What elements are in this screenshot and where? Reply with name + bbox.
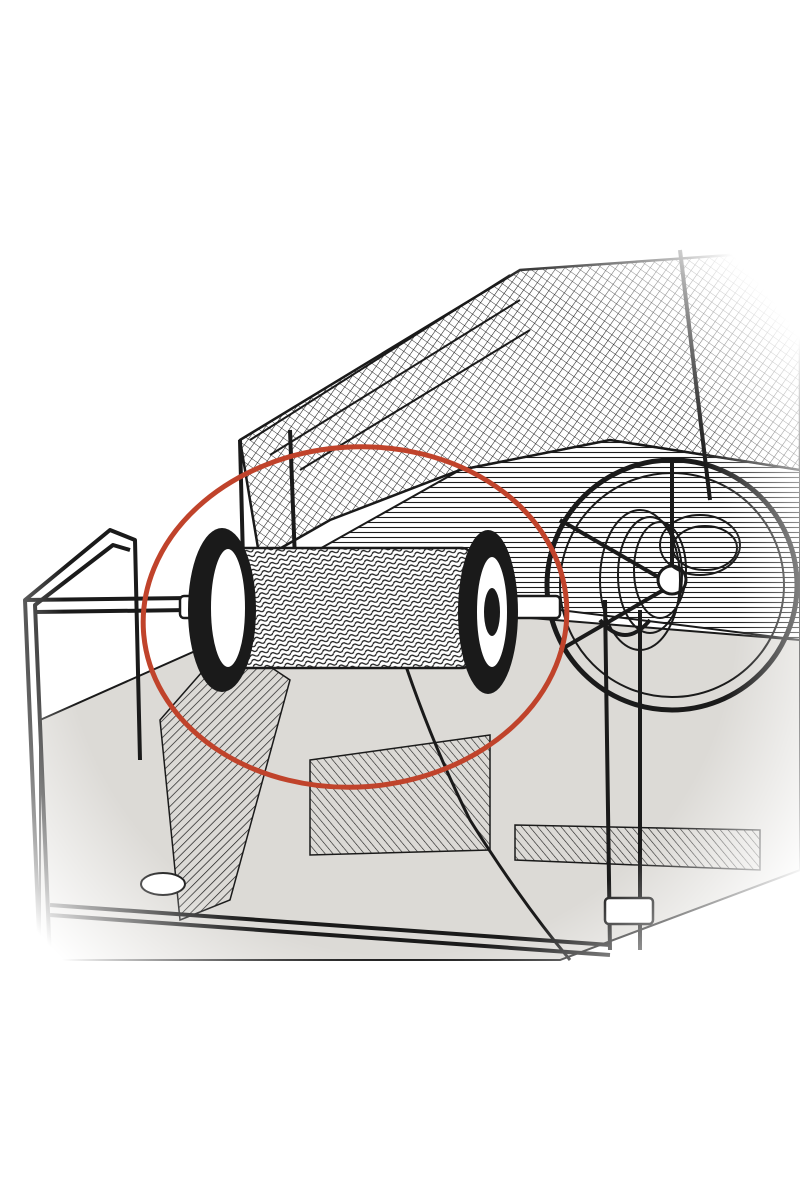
highlight-ring (140, 444, 570, 790)
edge-fade (0, 200, 800, 1020)
